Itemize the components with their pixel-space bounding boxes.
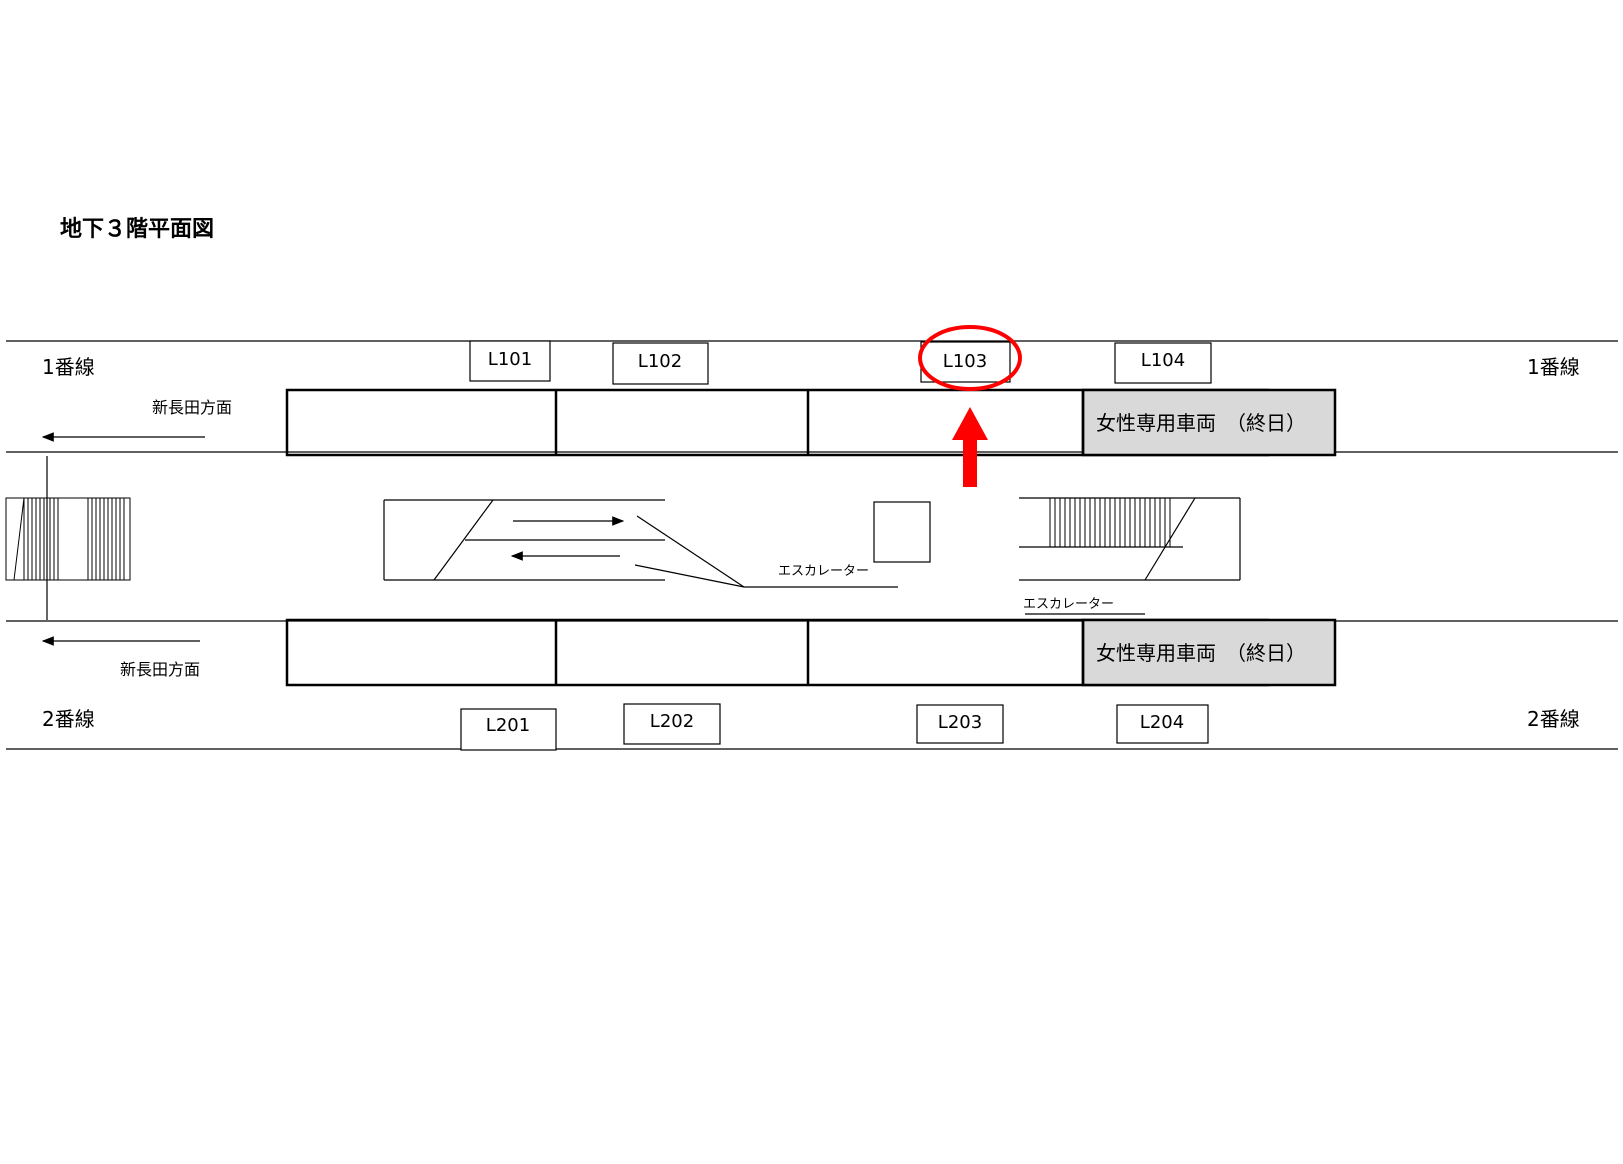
highlight-ellipse [918,325,1022,391]
highlight-arrow-icon [952,407,988,487]
location-box-l104: L104 [1114,342,1212,384]
location-label: L104 [1141,350,1185,371]
train-track2 [285,618,1337,687]
location-box-l103: L103 [920,341,1011,383]
location-label: L204 [1140,712,1184,733]
stairs-right [1019,497,1241,615]
womens-car-label-track2: 女性専用車両 （終日） [1096,641,1306,665]
platform-lines [6,340,1618,750]
room-box [873,501,931,563]
escalator-label-right: エスカレーター [1023,597,1114,612]
track2-label-right: 2番線 [1527,707,1580,731]
location-box-l101: L101 [469,340,551,382]
location-label: L201 [486,715,530,736]
escalator-center [383,499,898,588]
direction-label-track1: 新長田方面 [152,398,232,417]
location-label: L202 [650,711,694,732]
womens-car-label-track1: 女性専用車両 （終日） [1096,411,1306,435]
womens-car-track1 [1081,388,1337,457]
location-label: L203 [938,712,982,733]
location-label: L103 [943,351,987,372]
location-box-l201: L201 [460,708,557,751]
location-box-l203: L203 [916,704,1004,744]
track2-label-left: 2番線 [42,707,95,731]
stairs-left [5,456,131,620]
location-box-l204: L204 [1116,704,1209,744]
location-box-l102: L102 [612,342,709,385]
location-label: L101 [488,349,532,370]
track1-label-right: 1番線 [1527,355,1580,379]
train-track1 [285,388,1337,457]
page-title: 地下３階平面図 [60,217,214,242]
location-label: L102 [638,351,682,372]
womens-car-track2 [1081,618,1337,687]
location-box-l202: L202 [623,703,721,745]
escalator-label-center: エスカレーター [778,564,869,579]
track1-label-left: 1番線 [42,355,95,379]
direction-label-track2: 新長田方面 [120,660,200,679]
